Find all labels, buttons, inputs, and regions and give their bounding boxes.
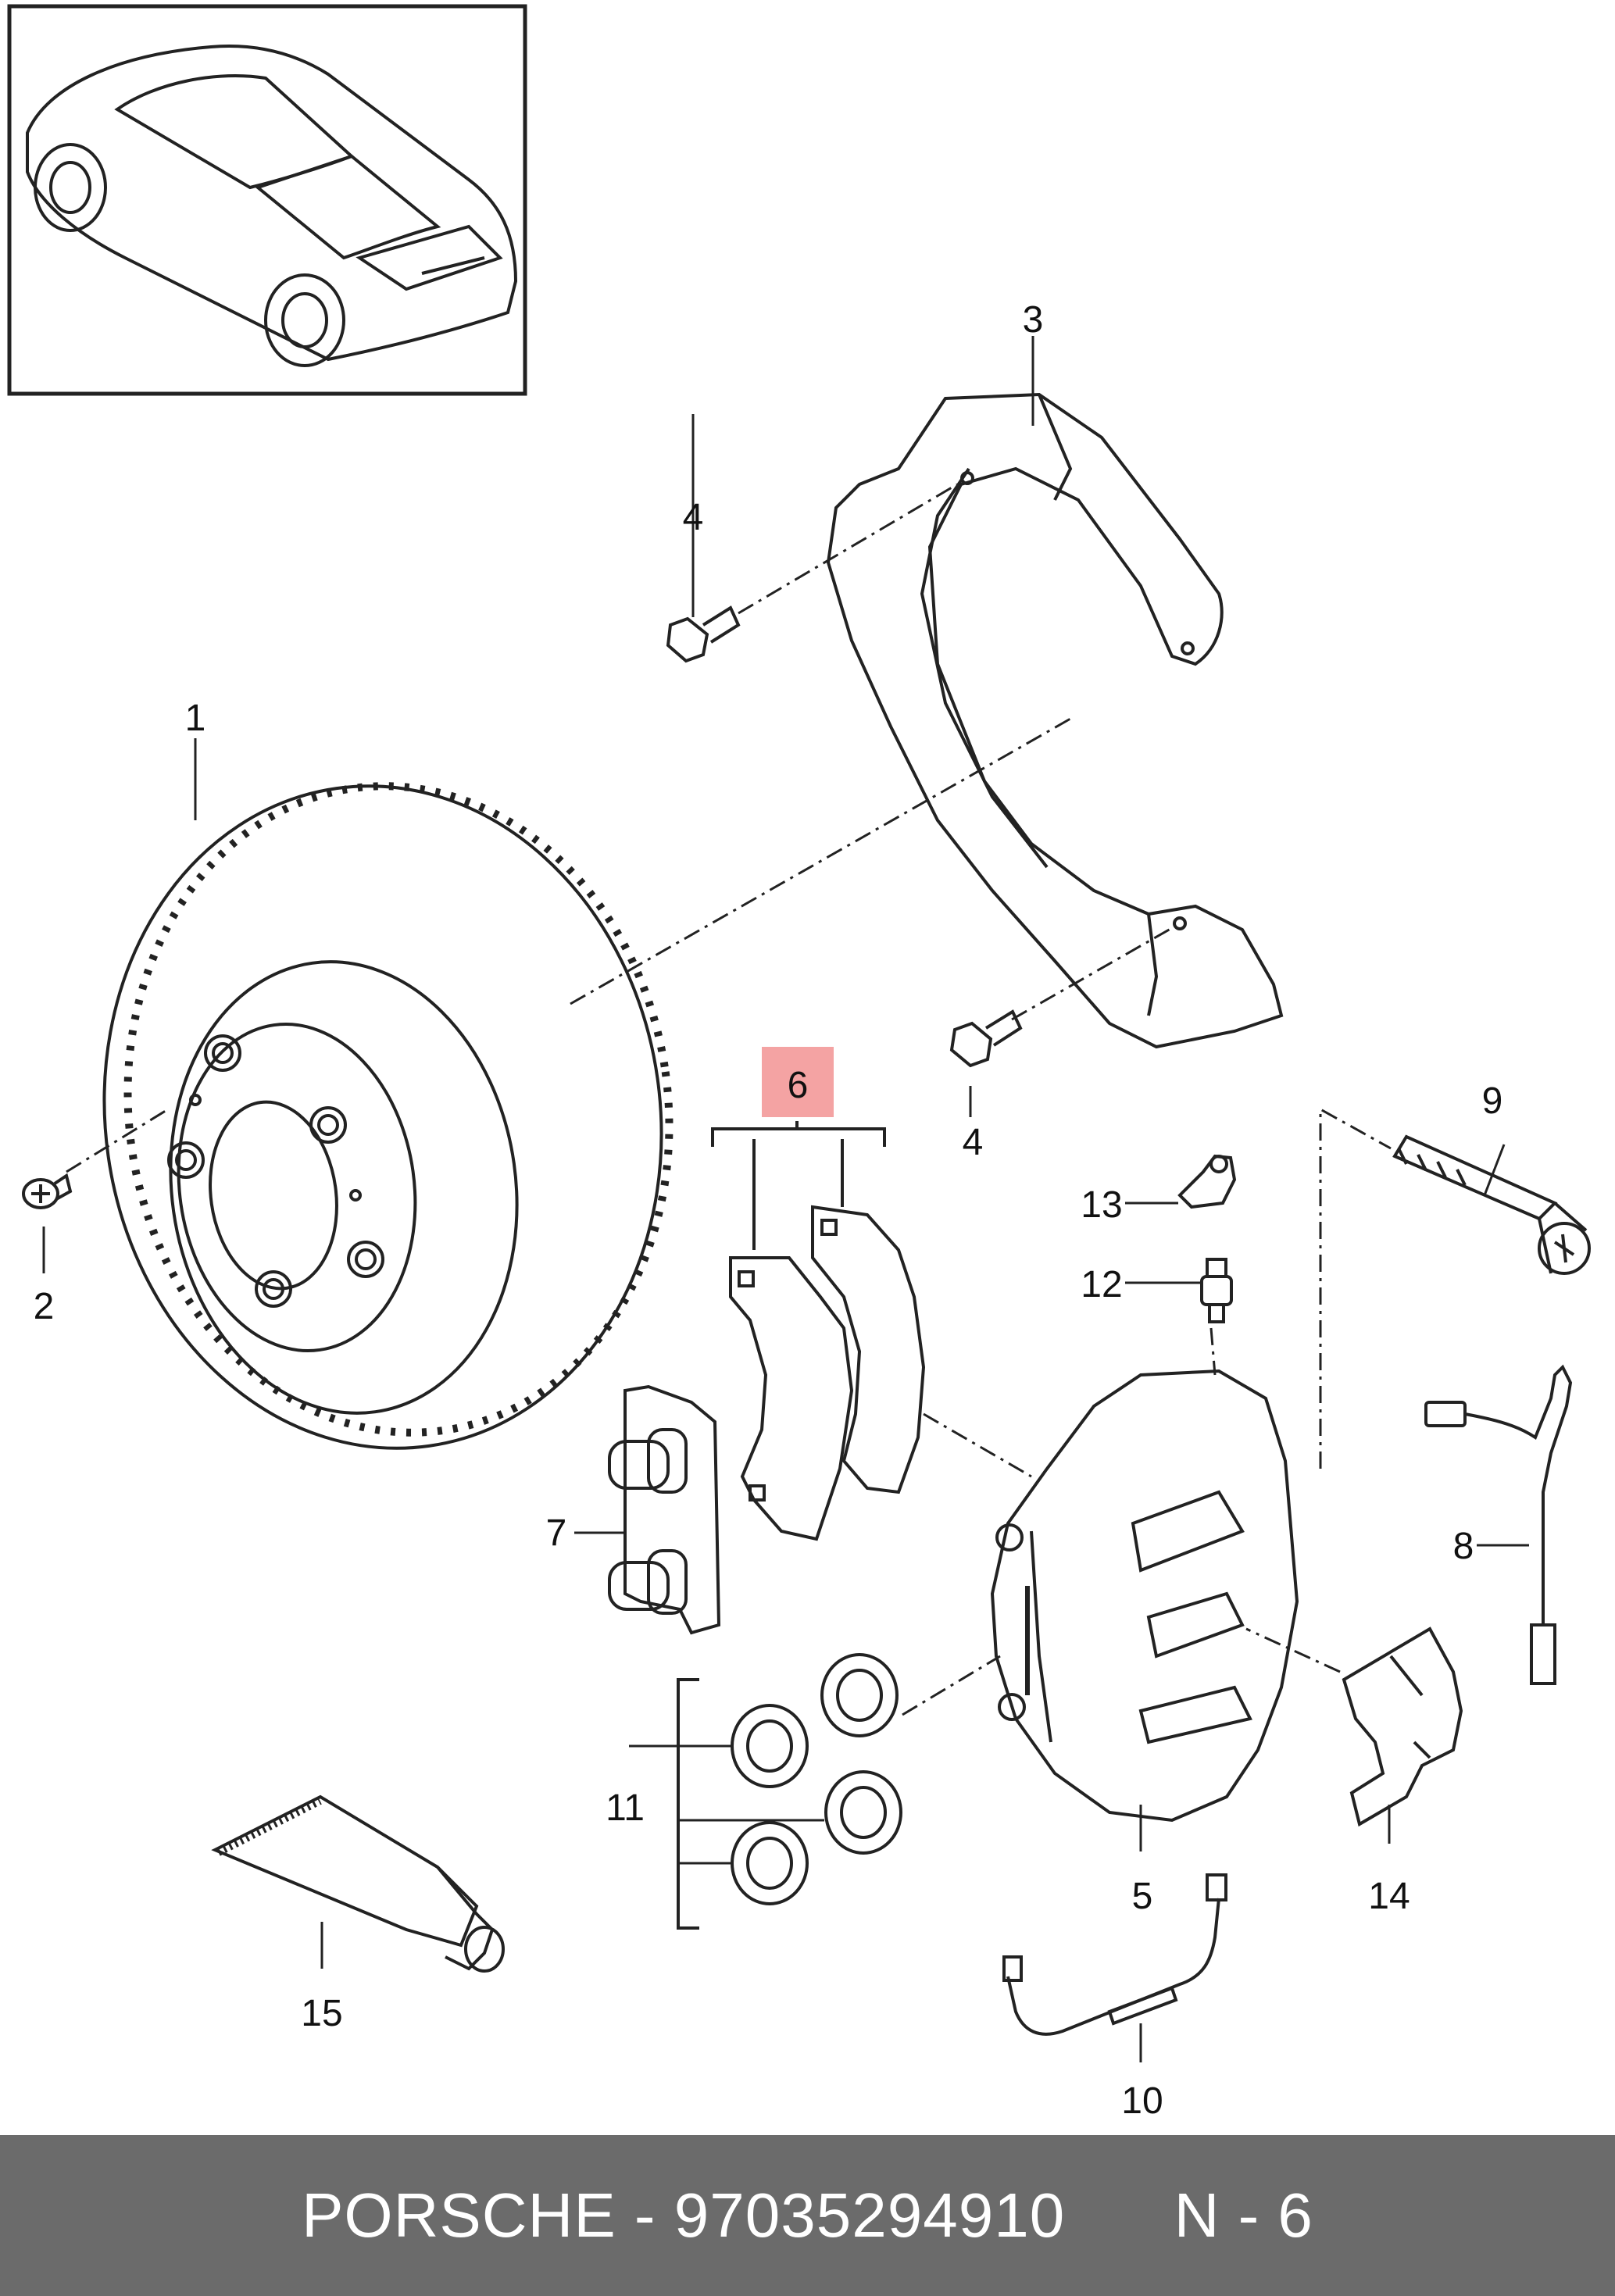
callout-14: 14	[1368, 1876, 1410, 1917]
hose-bracket	[1177, 1154, 1237, 1209]
footer-part-number: 97035294910	[674, 2180, 1066, 2250]
callout-7: 7	[546, 1512, 567, 1554]
highlight-box	[762, 1047, 834, 1117]
callout-2: 2	[34, 1286, 55, 1327]
vehicle-thumbnail	[7, 4, 527, 396]
caliper-bolt	[1392, 1134, 1591, 1275]
callout-5: 5	[1132, 1876, 1153, 1917]
brake-dust-shield	[826, 392, 1284, 1049]
piston-seal-kit	[677, 1653, 902, 1930]
footer-separator: -	[616, 2180, 674, 2250]
mounting-bolt-upper	[666, 605, 741, 663]
disc-screw	[22, 1173, 73, 1209]
bleed-screw	[1200, 1258, 1233, 1323]
callout-12: 12	[1081, 1264, 1122, 1305]
callout-10: 10	[1121, 2080, 1163, 2122]
brake-disc	[102, 782, 674, 1450]
callout-6: 6	[788, 1065, 809, 1106]
part-footer: PORSCHE - 97035294910 N - 6	[0, 2135, 1615, 2296]
leader-lines	[42, 336, 1529, 2062]
pad-spring-clip	[1342, 1626, 1463, 1827]
axis-lines	[66, 483, 1392, 1716]
footer-gap	[1065, 2180, 1174, 2251]
brake-caliper	[990, 1369, 1299, 1823]
footer-diagram-ref: N - 6	[1174, 2180, 1313, 2250]
callout-8: 8	[1453, 1526, 1474, 1567]
pad-bracket	[711, 1121, 886, 1250]
brake-parts-diagram: 1 2 3 4 4 6 7 11 13 12 9 8 5 14 10 15	[7, 4, 1591, 2122]
callout-13: 13	[1081, 1184, 1122, 1226]
grease-tube	[211, 1794, 505, 1973]
brake-line	[1002, 1873, 1227, 2036]
callout-1: 1	[185, 698, 206, 739]
callout-9: 9	[1482, 1080, 1503, 1122]
callout-4-upper: 4	[683, 497, 704, 538]
footer-brand: PORSCHE	[302, 2180, 616, 2250]
callout-3: 3	[1023, 299, 1044, 341]
wear-sensor	[1424, 1364, 1573, 1685]
callout-15: 15	[301, 1993, 342, 2034]
callout-11: 11	[606, 1787, 645, 1829]
mounting-bolt-lower	[949, 1009, 1023, 1068]
pin-bushing-kit	[608, 1384, 721, 1635]
callout-4-lower: 4	[963, 1122, 984, 1163]
brake-pad-set	[729, 1205, 926, 1541]
